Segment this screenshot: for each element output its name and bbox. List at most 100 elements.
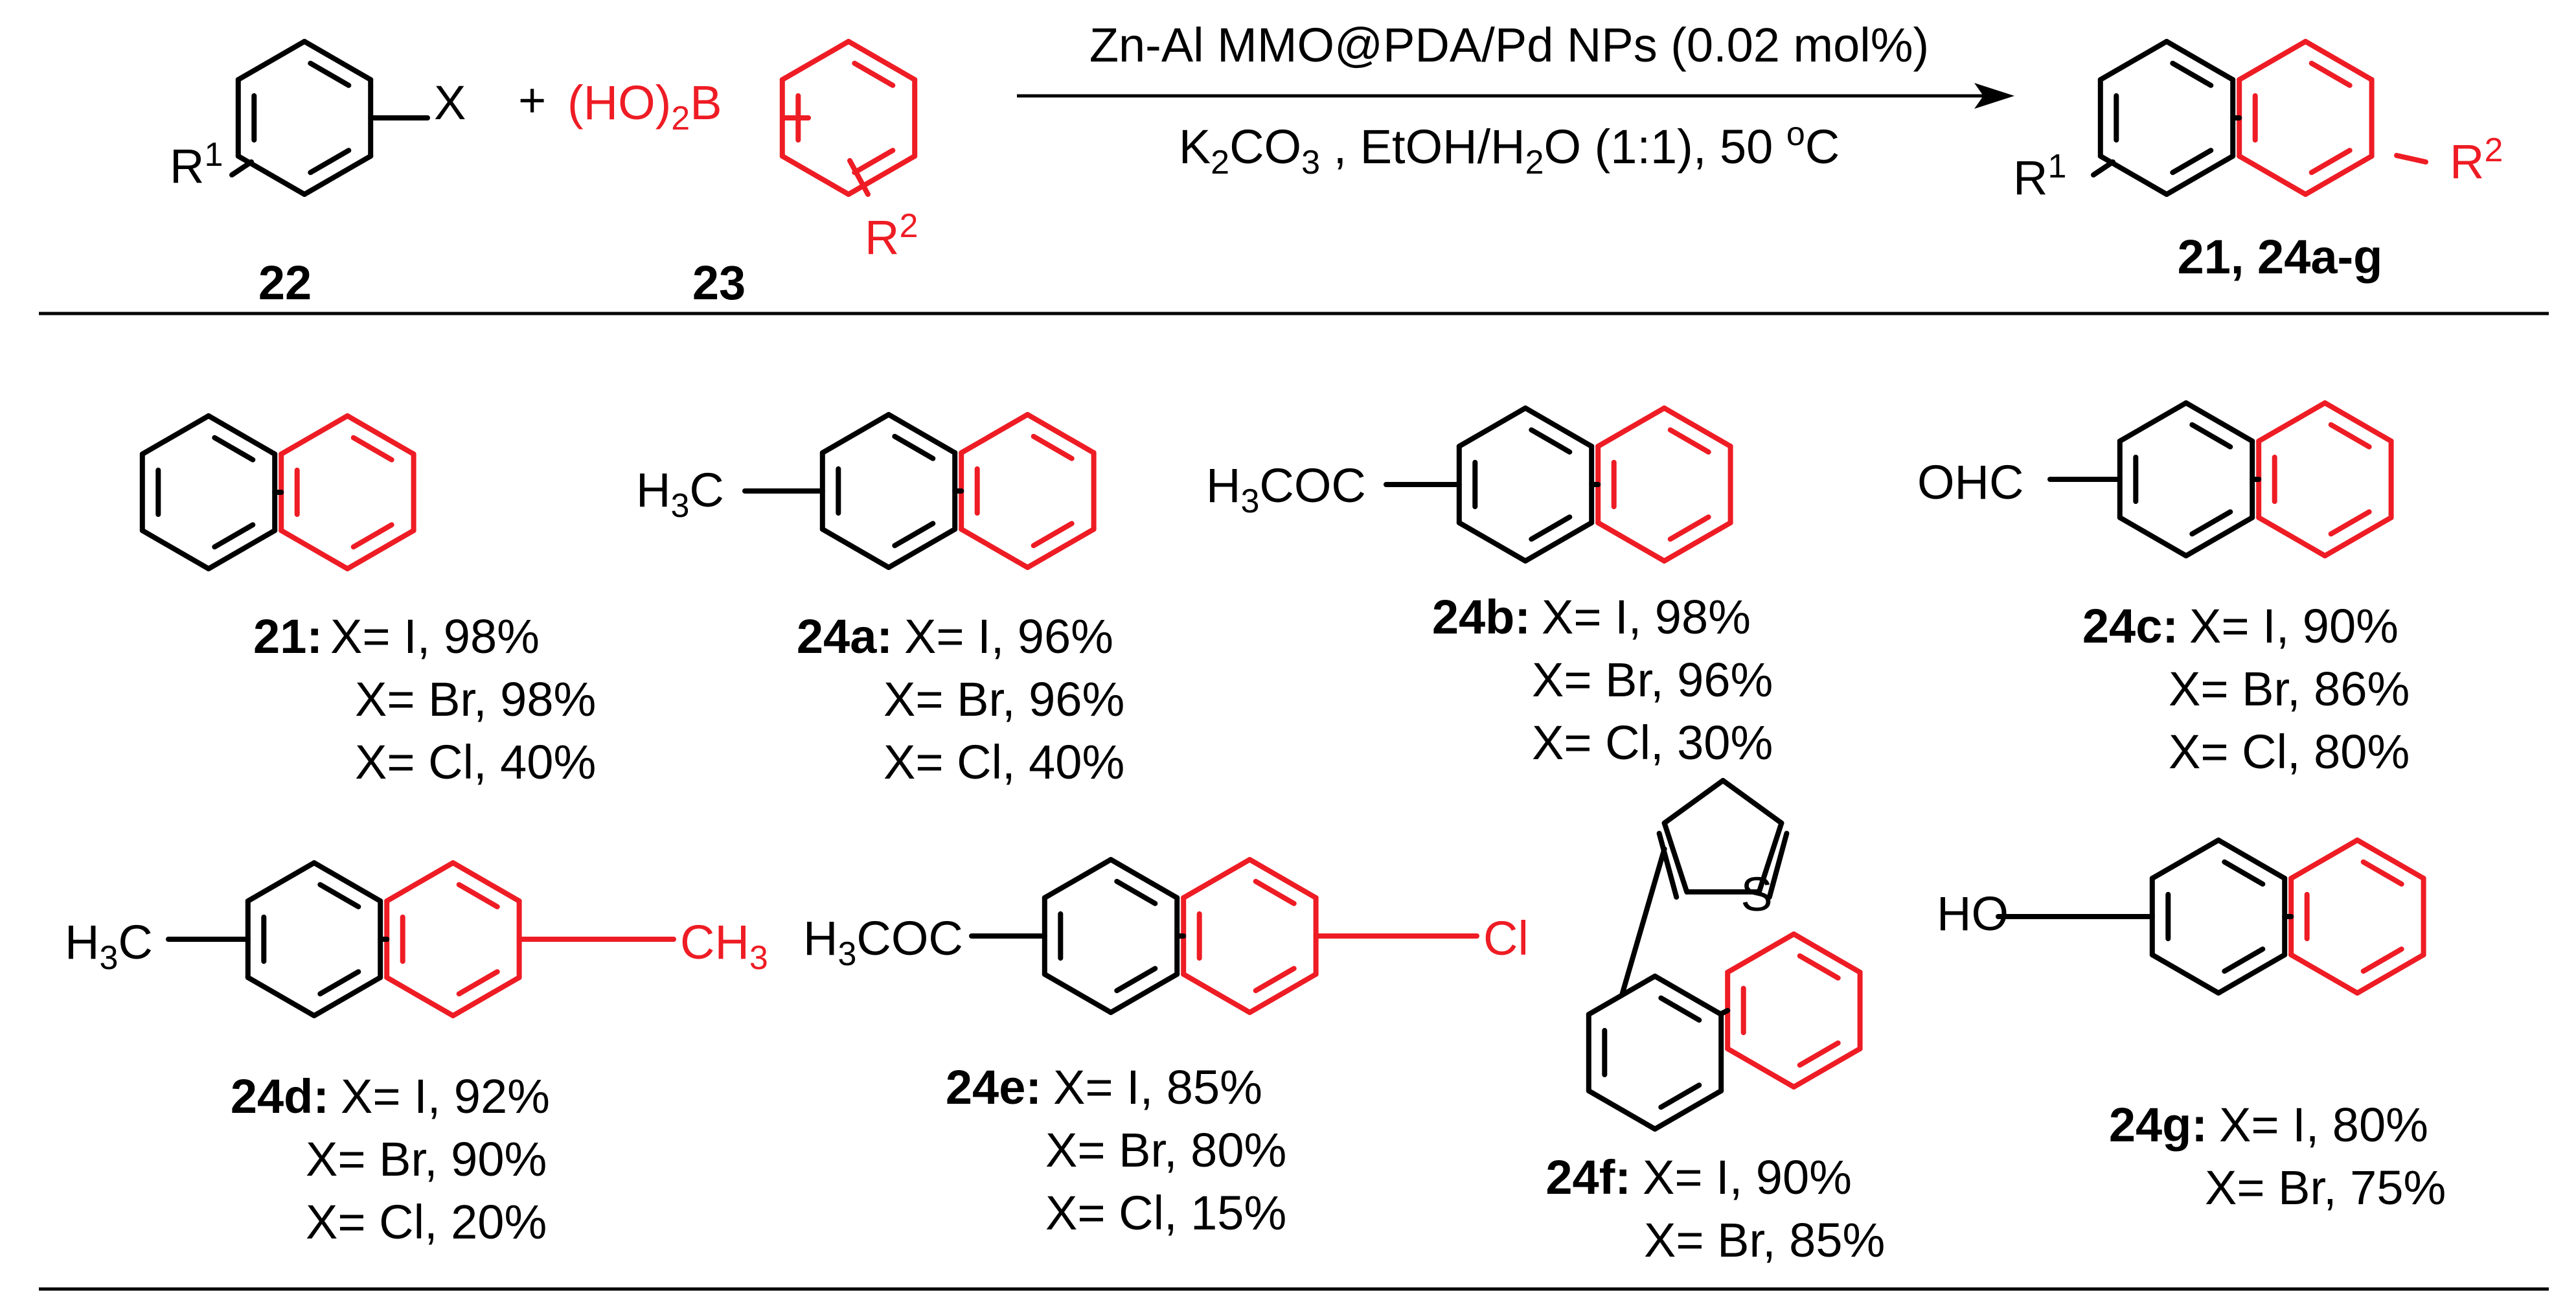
product-24d-ring-b-bond <box>384 975 456 1018</box>
ring-product-right-bond <box>2303 154 2375 197</box>
product-24a-ring-a-bond <box>819 412 891 455</box>
ring-reactant-22-bond <box>235 39 307 82</box>
r1-label-reactant: R1 <box>170 136 223 193</box>
product-24b-ring-a-bond <box>1456 520 1528 564</box>
yield-entry: X= I, 92% <box>341 1069 550 1123</box>
substituent-24d-red: CH3 <box>680 915 768 977</box>
ring-product-right-bond <box>2237 39 2308 82</box>
product-24f-aryl-bond <box>1718 1008 1731 1016</box>
yield-entry: X= Cl, 15% <box>1045 1186 1286 1240</box>
product-24f-ring-b-double-bond <box>1797 1040 1841 1068</box>
yield-block-21: 21: X= I, 98% X= Br, 98% X= Cl, 40% <box>253 610 596 789</box>
product-21-ring-b-double-bond <box>350 435 394 462</box>
product-24g-ring-a-double-bond <box>2222 946 2266 974</box>
product-24c-ring-a-bond <box>2117 400 2189 444</box>
yield-entry: X= Cl, 80% <box>2169 725 2410 779</box>
product-24d-ring-b-bond <box>450 860 522 904</box>
product-24b-ring-b-bond <box>1595 405 1667 449</box>
product-24f-ring-b-bond <box>1791 1046 1863 1090</box>
ring-product-right-double-bond <box>2308 148 2353 176</box>
product-24e-ring-b-bond <box>1181 972 1253 1015</box>
r1-label-product: R1 <box>2013 148 2066 205</box>
product-24c-ring-b-bond <box>2256 400 2328 444</box>
yield-block-24b: 24b: X= I, 98% X= Br, 96% X= Cl, 30% <box>1432 590 1773 770</box>
product-24d-ring-b-bond <box>450 975 522 1018</box>
yield-entry: X= Br, 85% <box>1644 1213 1885 1267</box>
ring-product-left-bond <box>2164 39 2236 82</box>
product-24f-ring-a-double-bond <box>1658 1082 1702 1110</box>
product-24c-ring-a-double-bond <box>2189 509 2233 537</box>
product-24e-ring-a-double-bond <box>1114 966 1158 994</box>
product-24c-ring-a-bond <box>2117 515 2189 558</box>
product-24d-ring-a-double-bond <box>317 882 361 909</box>
product-24a-ring-b-double-bond <box>1031 521 1075 549</box>
product-24e-ring-a-bond <box>1042 857 1113 900</box>
product-24f-ring-a-bond <box>1586 1088 1658 1132</box>
product-24e-ring-a-double-bond <box>1114 878 1158 906</box>
yield-block-24e: 24e: X= I, 85% X= Br, 80% X= Cl, 15% <box>946 1060 1286 1240</box>
yield-block-24d: 24d: X= I, 92% X= Br, 90% X= Cl, 20% <box>231 1069 550 1249</box>
product-24c-ring-a-double-bond <box>2189 422 2233 450</box>
arrow-head <box>1974 83 2014 109</box>
product-24f-ring-b-bond <box>1725 931 1797 975</box>
product-24f-ring-a-bond <box>1652 974 1724 1017</box>
product-24e-ring-a-bond <box>1042 972 1113 1015</box>
product-21-ring-a-bond <box>139 413 211 457</box>
substituent-24c: OHC <box>1917 455 2023 509</box>
product-24b-ring-a-double-bond <box>1529 514 1573 542</box>
product-24b-ring-a-bond <box>1456 405 1528 449</box>
product-24e-ring-b-bond <box>1247 972 1319 1015</box>
product-24b-ring-b-bond <box>1661 405 1733 449</box>
product-21-ring-a-bond <box>206 528 278 571</box>
product-24f-thiophene-bond <box>1661 820 1690 895</box>
product-24e-ring-a-bond <box>1108 972 1180 1015</box>
product-24e-ring-b-double-bond <box>1253 878 1297 906</box>
yield-entry: X= I, 90% <box>2189 599 2399 653</box>
compound-label: 24b: <box>1432 590 1531 644</box>
product-21-ring-b-bond <box>279 528 350 571</box>
boronic-acid-label: (HO)2B <box>567 76 722 137</box>
reactant-22-label: 22 <box>258 256 312 310</box>
product-21-ring-a-double-bond <box>212 435 256 462</box>
product-24d-ring-b-double-bond <box>456 969 500 997</box>
product-24b-ring-b-bond <box>1661 520 1733 564</box>
ring-product-right-bond <box>2237 154 2308 197</box>
product-24f-thiophene-bond <box>1661 778 1726 826</box>
ring-product-right-double-bond <box>2308 60 2353 88</box>
ring-reactant-23-bond <box>779 154 851 197</box>
product-24c-ring-a-bond <box>2183 400 2255 444</box>
product-24b-ring-a-bond <box>1523 520 1595 564</box>
product-24g-ring-b-bond <box>2354 838 2426 881</box>
product-24f-ring-a-bond <box>1652 1088 1724 1132</box>
product-24e-ring-b-bond <box>1247 857 1319 900</box>
leaving-group-label: X <box>434 76 466 130</box>
product-21-ring-b-bond <box>279 413 350 457</box>
ring-product-right-bond <box>2303 39 2375 82</box>
yield-block-24f: 24f: X= I, 90% X= Br, 85% <box>1545 1150 1885 1267</box>
yield-entry: X= Br, 90% <box>306 1132 547 1186</box>
product-24c-ring-b-double-bond <box>2328 422 2372 450</box>
ring-product-left-bond <box>2164 154 2236 197</box>
yield-entry: X= Cl, 40% <box>883 735 1124 789</box>
molecule-skeletons <box>139 39 2428 1132</box>
yield-entry: X= Br, 96% <box>883 672 1124 726</box>
product-24d-ring-a-bond <box>245 975 317 1018</box>
ring-reactant-22-double-bond <box>308 148 352 176</box>
ring-reactant-22-bond <box>302 154 374 197</box>
product-24c-ring-b-bond <box>2256 515 2328 558</box>
ring-reactant-23-bond <box>846 39 918 82</box>
product-21-ring-a-bond <box>206 413 278 457</box>
yield-entry: X= Cl, 40% <box>355 735 596 789</box>
yield-entry: X= Br, 75% <box>2205 1161 2446 1215</box>
product-24b-ring-b-double-bond <box>1667 514 1711 542</box>
yield-entry: X= I, 98% <box>330 610 540 663</box>
compound-label: 24c: <box>2082 599 2178 653</box>
yield-entry: X= Cl, 20% <box>306 1195 547 1249</box>
product-24f-ring-b-double-bond <box>1797 953 1841 981</box>
product-24e-ring-b-bond <box>1181 857 1253 900</box>
product-24e-ring-a-bond <box>1108 857 1180 900</box>
compound-label: 24e: <box>946 1060 1042 1114</box>
product-24f-thiophene-bond <box>1720 778 1784 826</box>
yield-entry: X= I, 96% <box>904 610 1113 663</box>
r2-label-product: R2 <box>2450 131 2503 188</box>
